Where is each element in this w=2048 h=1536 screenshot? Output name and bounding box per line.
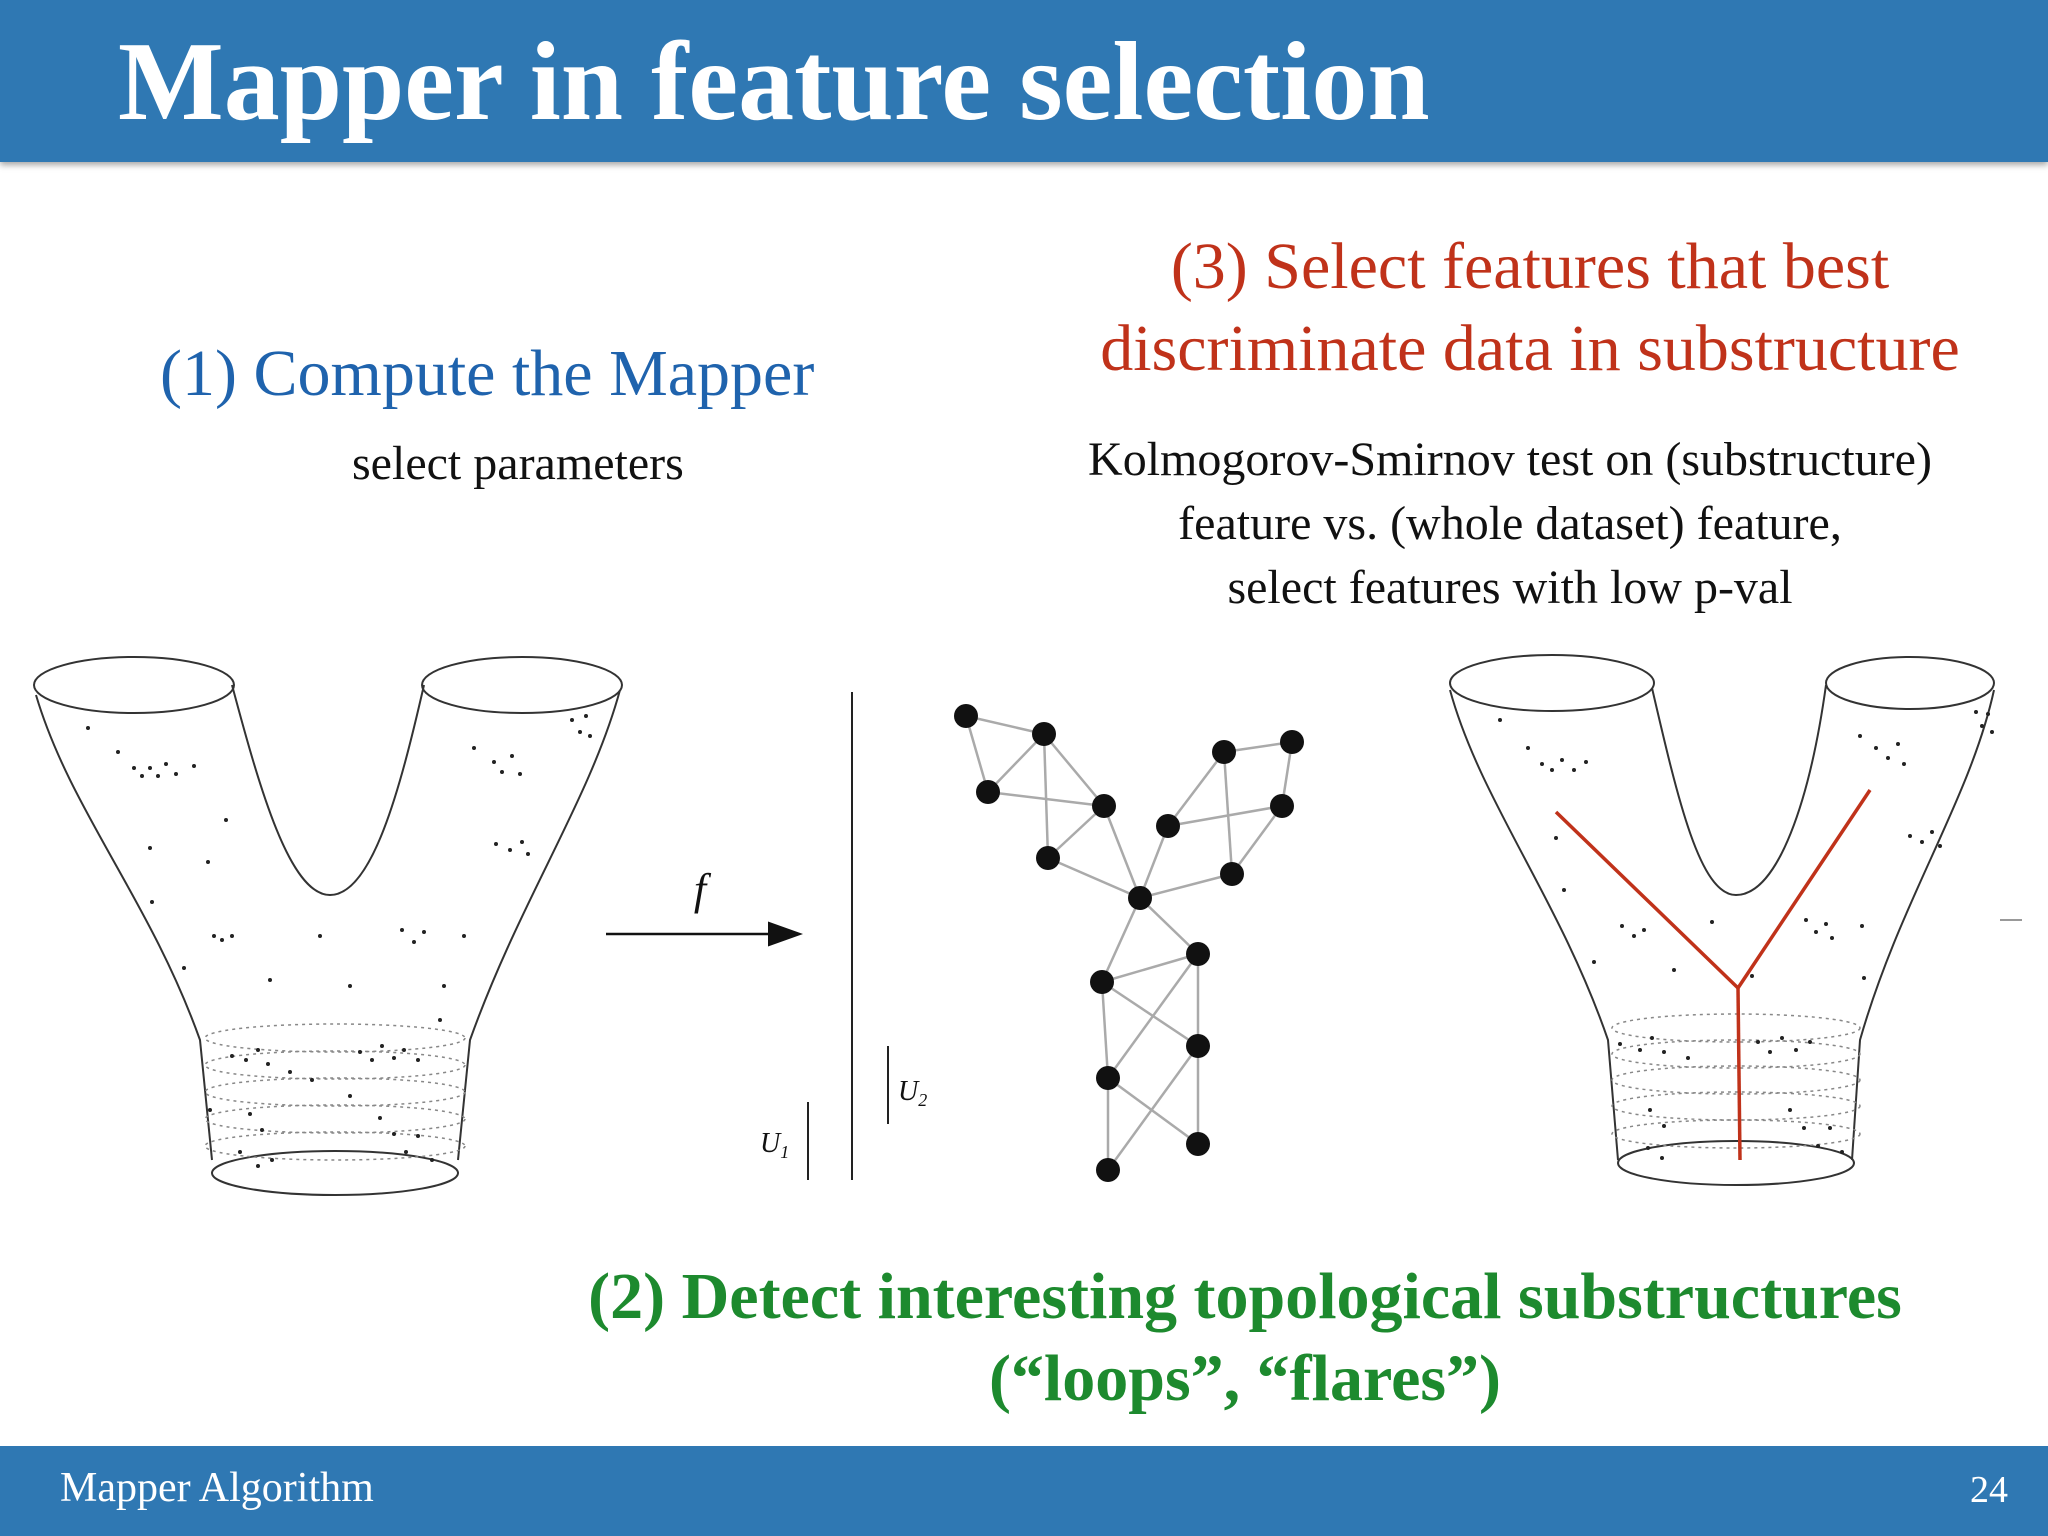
graph-node <box>976 780 1000 804</box>
step2-heading-line: (2) Detect interesting topological subst… <box>588 1260 1902 1333</box>
cover-label-u1: U1 <box>760 1128 789 1162</box>
footer-page-number: 24 <box>1970 1469 2008 1511</box>
mapper-graph-edges <box>964 714 1294 1171</box>
mapper-graph-nodes <box>954 704 1304 1182</box>
slide-title: Mapper in feature selection <box>118 20 1430 144</box>
filter-label: f <box>694 865 712 914</box>
step2-heading: (2) Detect interesting topological subst… <box>480 1256 2010 1420</box>
graph-node <box>1220 862 1244 886</box>
mapper-diagram: f U1 U2 <box>33 654 2022 1196</box>
graph-node <box>1186 942 1210 966</box>
step3-detail: Kolmogorov-Smirnov test on (substructure… <box>980 428 2040 620</box>
point-cloud-right <box>1498 710 1994 1160</box>
slide-footer: Mapper Algorithm 24 <box>0 1446 2048 1536</box>
step3-heading-line: discriminate data in substructure <box>1100 312 1960 385</box>
step3-detail-line: Kolmogorov-Smirnov test on (substructure… <box>1088 433 1932 486</box>
step3-heading-line: (3) Select features that best <box>1170 230 1890 303</box>
red-skeleton <box>1554 789 1872 1161</box>
cover-axis <box>807 692 889 1180</box>
step2-heading-line: (“loops”, “flares”) <box>988 1342 1502 1415</box>
graph-node <box>1186 1132 1210 1156</box>
graph-node <box>1280 730 1304 754</box>
step1-heading: (1) Compute the Mapper <box>160 337 815 410</box>
graph-node <box>1156 814 1180 838</box>
graph-node <box>1186 1034 1210 1058</box>
cover-slices-right <box>1611 1013 1861 1149</box>
graph-node <box>1270 794 1294 818</box>
slide-header: Mapper in feature selection <box>0 0 2048 162</box>
step3-heading: (3) Select features that best discrimina… <box>1010 226 2048 390</box>
y-shape-surface-right <box>1449 654 1995 1186</box>
cover-slices-left <box>204 1023 466 1161</box>
step3-detail-line: select features with low p-val <box>1227 561 1793 614</box>
graph-node <box>1128 886 1152 910</box>
y-shape-surface-left <box>33 656 623 1196</box>
step3-detail-line: feature vs. (whole dataset) feature, <box>1178 497 1842 550</box>
graph-node <box>1092 794 1116 818</box>
graph-node <box>1212 740 1236 764</box>
cover-label-u2: U2 <box>898 1076 927 1110</box>
graph-node <box>1096 1158 1120 1182</box>
point-cloud-left <box>86 714 592 1168</box>
graph-node <box>1032 722 1056 746</box>
graph-node <box>1036 846 1060 870</box>
graph-node <box>954 704 978 728</box>
graph-node <box>1090 970 1114 994</box>
step1-subtext: select parameters <box>352 437 684 490</box>
graph-node <box>1096 1066 1120 1090</box>
footer-section-name: Mapper Algorithm <box>60 1465 374 1511</box>
